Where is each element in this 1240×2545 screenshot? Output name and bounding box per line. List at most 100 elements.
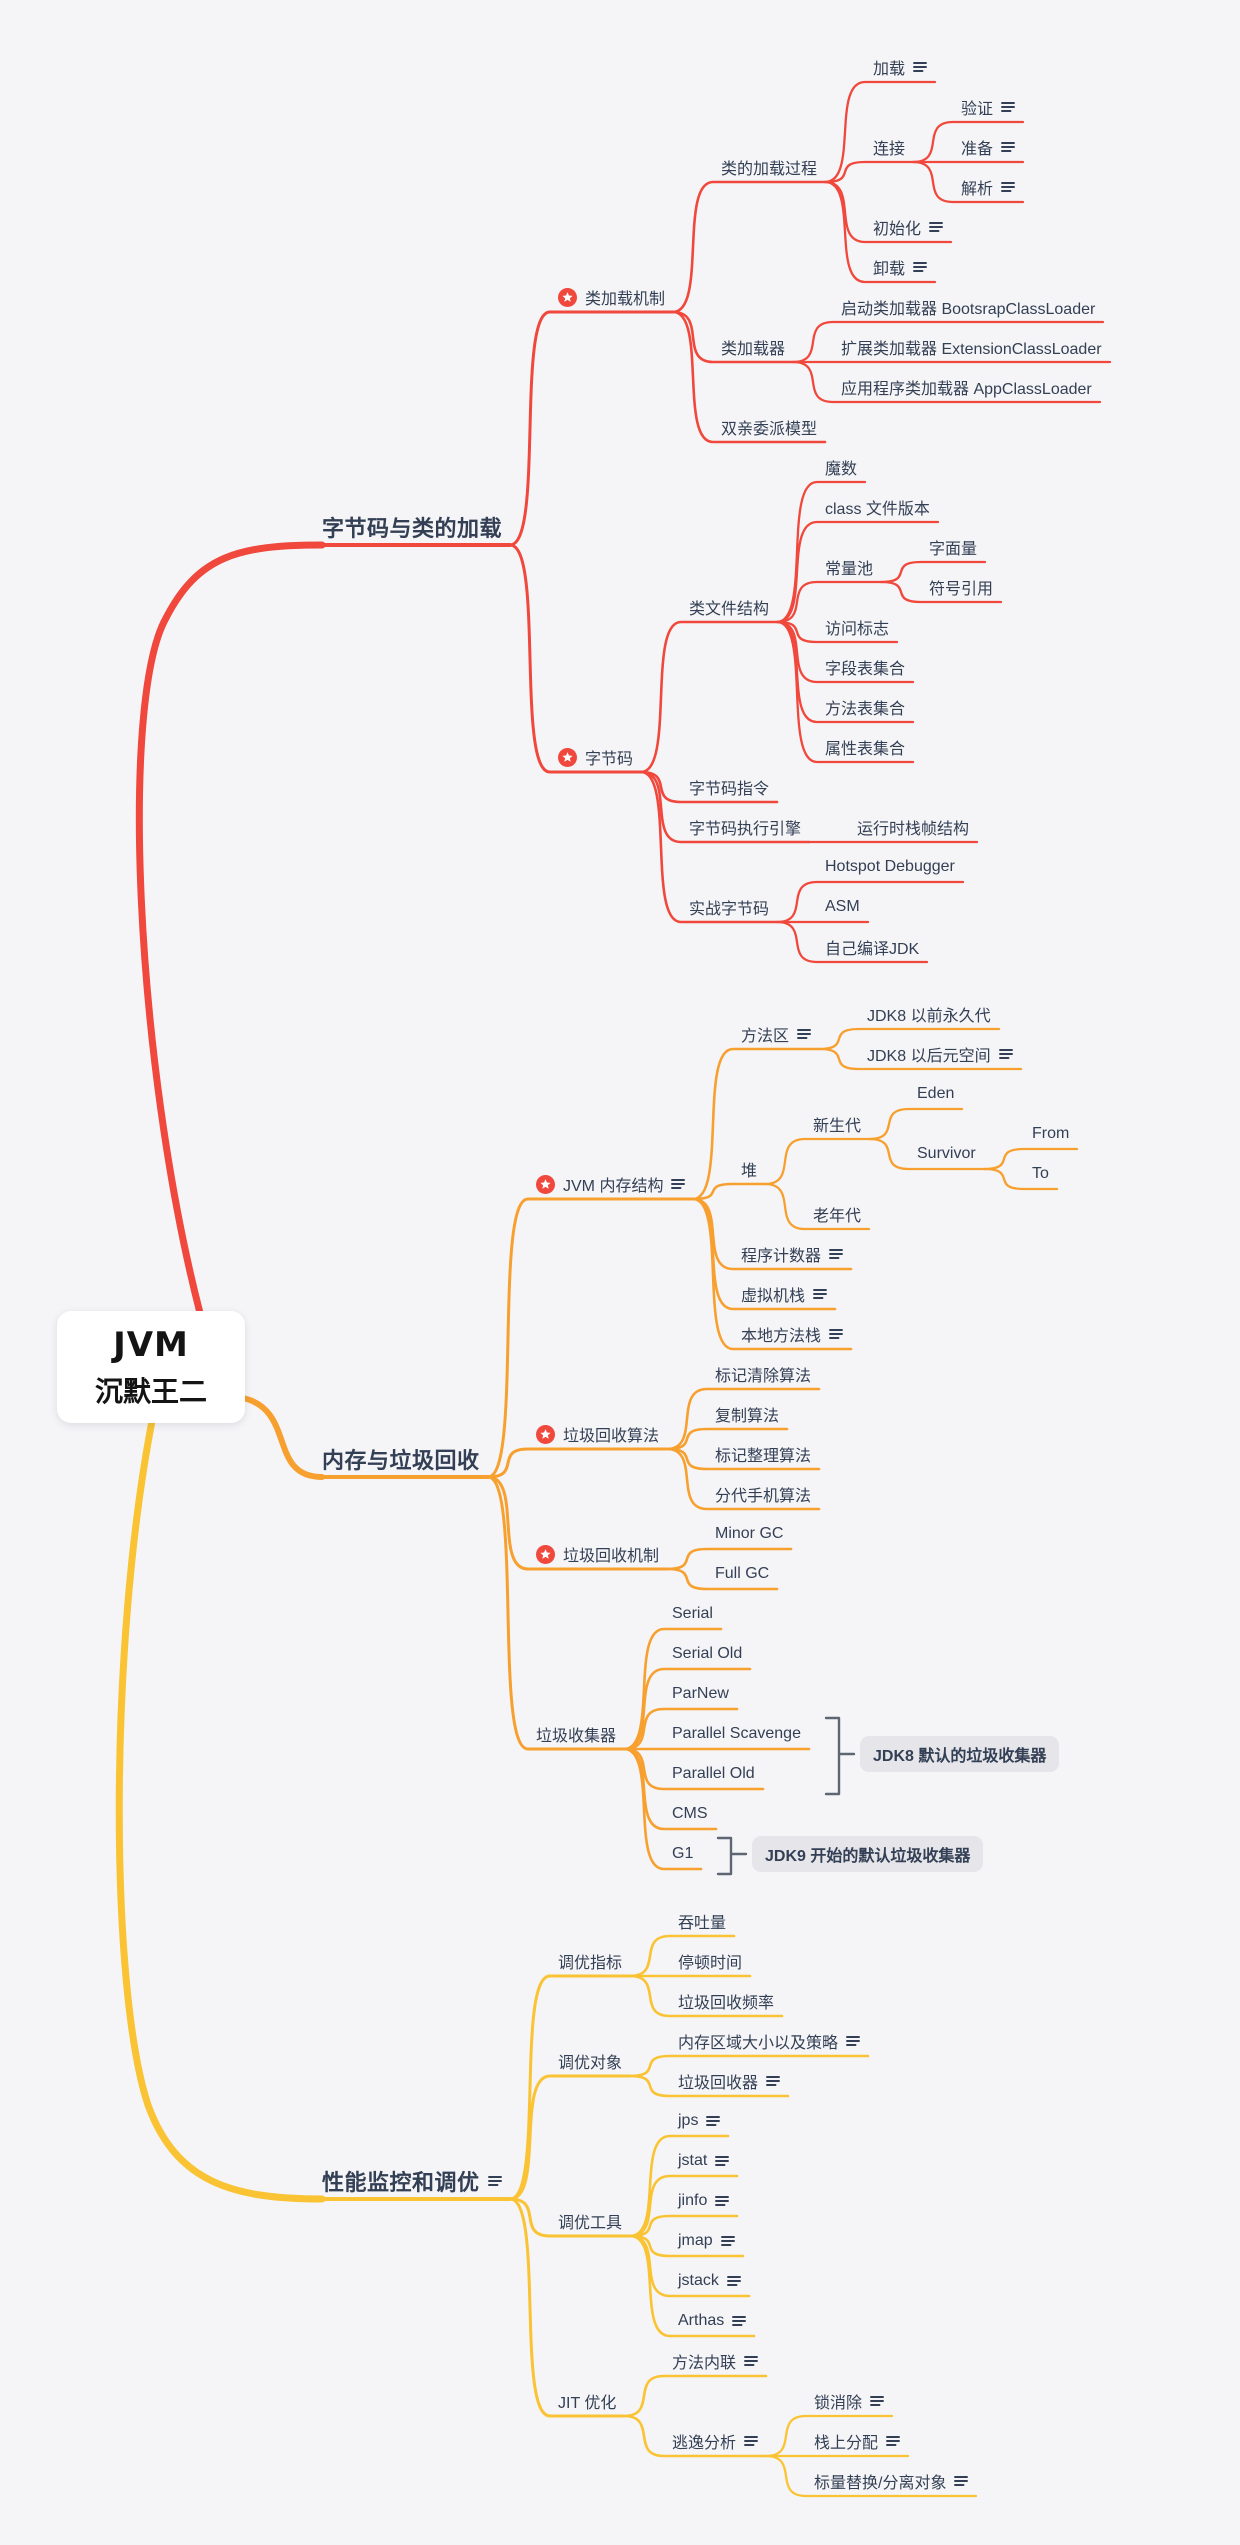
mindmap-node[interactable]: jinfo [678, 2187, 730, 2215]
branch-line [671, 310, 827, 444]
mindmap-node[interactable]: 扩展类加载器 ExtensionClassLoader [841, 333, 1102, 361]
root-node[interactable]: JVM 沉默王二 [57, 1311, 245, 1423]
branch-label[interactable]: 字节码与类的加载 [322, 510, 502, 544]
mindmap-node[interactable]: 调优对象 [558, 2047, 622, 2075]
mindmap-node[interactable]: 方法内联 [672, 2347, 758, 2375]
mindmap-node[interactable]: 类加载机制 [558, 283, 665, 311]
mindmap-node[interactable]: 吞吐量 [678, 1907, 726, 1935]
node-label: 实战字节码 [689, 901, 770, 918]
mindmap-node[interactable]: 符号引用 [929, 573, 993, 601]
mindmap-node[interactable]: 复制算法 [715, 1400, 779, 1428]
mindmap-node[interactable]: From [1032, 1120, 1069, 1148]
mindmap-node[interactable]: 垃圾回收频率 [678, 1987, 774, 2015]
mindmap-node[interactable]: JDK8 以前永久代 [867, 1000, 991, 1028]
branch-label[interactable]: 性能监控和调优 [322, 2164, 502, 2198]
notes-icon [715, 2155, 730, 2167]
mindmap-node[interactable]: ASM [825, 893, 860, 921]
mindmap-node[interactable]: Parallel Scavenge [672, 1720, 801, 1748]
node-label: 初始化 [873, 221, 922, 238]
mindmap-node[interactable]: 分代手机算法 [715, 1480, 811, 1508]
mindmap-node[interactable]: 虚拟机栈 [741, 1280, 827, 1308]
mindmap-node[interactable]: 加载 [873, 53, 927, 81]
branch-line [508, 2197, 626, 2418]
mindmap-node[interactable]: 方法表集合 [825, 693, 905, 721]
mindmap-node[interactable]: 类文件结构 [689, 593, 769, 621]
mindmap-node[interactable]: 卸载 [873, 253, 927, 281]
branch-line [665, 1567, 779, 1591]
mindmap-node[interactable]: 应用程序类加载器 AppClassLoader [841, 373, 1092, 401]
mindmap-node[interactable]: 连接 [873, 133, 905, 161]
mindmap-node[interactable]: JIT 优化 [558, 2387, 616, 2415]
node-label: To [1032, 1165, 1049, 1182]
mindmap-node[interactable]: G1 [672, 1840, 693, 1868]
mindmap-node[interactable]: class 文件版本 [825, 493, 930, 521]
mindmap-node[interactable]: 方法区 [741, 1020, 811, 1048]
mindmap-node[interactable]: 垃圾回收算法 [536, 1420, 659, 1448]
mindmap-node[interactable]: 运行时栈帧结构 [857, 813, 969, 841]
mindmap-node[interactable]: 属性表集合 [825, 733, 905, 761]
mindmap-node[interactable]: 自己编译JDK [825, 933, 919, 961]
mindmap-node[interactable]: 准备 [961, 133, 1015, 161]
mindmap-node[interactable]: jstack [678, 2267, 741, 2295]
mindmap-node[interactable]: 逃逸分析 [672, 2427, 758, 2455]
mindmap-node[interactable]: 类加载器 [721, 333, 785, 361]
mindmap-node[interactable]: 停顿时间 [678, 1947, 742, 1975]
mindmap-node[interactable]: Serial [672, 1600, 713, 1628]
mindmap-node[interactable]: 新生代 [813, 1110, 861, 1138]
mindmap-node[interactable]: Survivor [917, 1140, 976, 1168]
mindmap-node[interactable]: 常量池 [825, 553, 873, 581]
mindmap-node[interactable]: 标记整理算法 [715, 1440, 811, 1468]
mindmap-node[interactable]: 访问标志 [825, 613, 889, 641]
mindmap-node[interactable]: JVM 内存结构 [536, 1170, 686, 1198]
mindmap-node[interactable]: 验证 [961, 93, 1015, 121]
mindmap-node[interactable]: 栈上分配 [814, 2427, 900, 2455]
mindmap-node[interactable]: 老年代 [813, 1200, 861, 1228]
mindmap-node[interactable]: Full GC [715, 1560, 769, 1588]
mindmap-node[interactable]: 初始化 [873, 213, 943, 241]
branch-line [867, 1137, 986, 1171]
mindmap-node[interactable]: Minor GC [715, 1520, 783, 1548]
branch-line [775, 520, 940, 624]
mindmap-node[interactable]: Eden [917, 1080, 954, 1108]
mindmap-node[interactable]: Hotspot Debugger [825, 853, 955, 881]
mindmap-node[interactable]: Arthas [678, 2307, 747, 2335]
mindmap-node[interactable]: 程序计数器 [741, 1240, 843, 1268]
mindmap-node[interactable]: jstat [678, 2147, 730, 2175]
mindmap-node[interactable]: 字段表集合 [825, 653, 905, 681]
mindmap-node[interactable]: 双亲委派模型 [721, 413, 817, 441]
mindmap-node[interactable]: 魔数 [825, 453, 857, 481]
mindmap-node[interactable]: 字节码执行引擎 [689, 813, 801, 841]
mindmap-node[interactable]: 垃圾回收器 [678, 2067, 780, 2095]
mindmap-node[interactable]: Serial Old [672, 1640, 742, 1668]
mindmap-node[interactable]: 内存区域大小以及策略 [678, 2027, 860, 2055]
mindmap-node[interactable]: 锁消除 [814, 2387, 884, 2415]
mindmap-node[interactable]: jps [678, 2107, 721, 2135]
mindmap-node[interactable]: 字节码指令 [689, 773, 769, 801]
mindmap-node[interactable]: CMS [672, 1800, 708, 1828]
mindmap-node[interactable]: 垃圾回收机制 [536, 1540, 659, 1568]
node-label: 类加载器 [721, 341, 786, 358]
mindmap-node[interactable]: 标记清除算法 [715, 1360, 811, 1388]
mindmap-node[interactable]: jmap [678, 2227, 735, 2255]
mindmap-node[interactable]: 类的加载过程 [721, 153, 817, 181]
mindmap-node[interactable]: JDK8 以后元空间 [867, 1040, 1013, 1068]
mindmap-node[interactable]: 垃圾收集器 [536, 1720, 616, 1748]
mindmap-node[interactable]: 标量替换/分离对象 [814, 2467, 969, 2495]
mindmap-node[interactable]: 字节码 [558, 743, 633, 771]
mindmap-node[interactable]: 堆 [741, 1155, 757, 1183]
branch-label[interactable]: 内存与垃圾回收 [322, 1442, 480, 1476]
mindmap-node[interactable]: 解析 [961, 173, 1015, 201]
mindmap-node[interactable]: 本地方法栈 [741, 1320, 843, 1348]
mindmap-node[interactable]: Parallel Old [672, 1760, 755, 1788]
node-label: Hotspot Debugger [825, 858, 955, 875]
mindmap-node[interactable]: 启动类加载器 BootsrapClassLoader [841, 293, 1095, 321]
mindmap-node[interactable]: ParNew [672, 1680, 729, 1708]
branch-line [622, 1707, 739, 1751]
mindmap-node[interactable]: 实战字节码 [689, 893, 769, 921]
branch-line [639, 770, 811, 844]
mindmap-node[interactable]: 调优工具 [558, 2207, 622, 2235]
mindmap-node[interactable]: 调优指标 [558, 1947, 622, 1975]
mindmap-node[interactable]: 字面量 [929, 533, 977, 561]
mindmap-node[interactable]: To [1032, 1160, 1049, 1188]
